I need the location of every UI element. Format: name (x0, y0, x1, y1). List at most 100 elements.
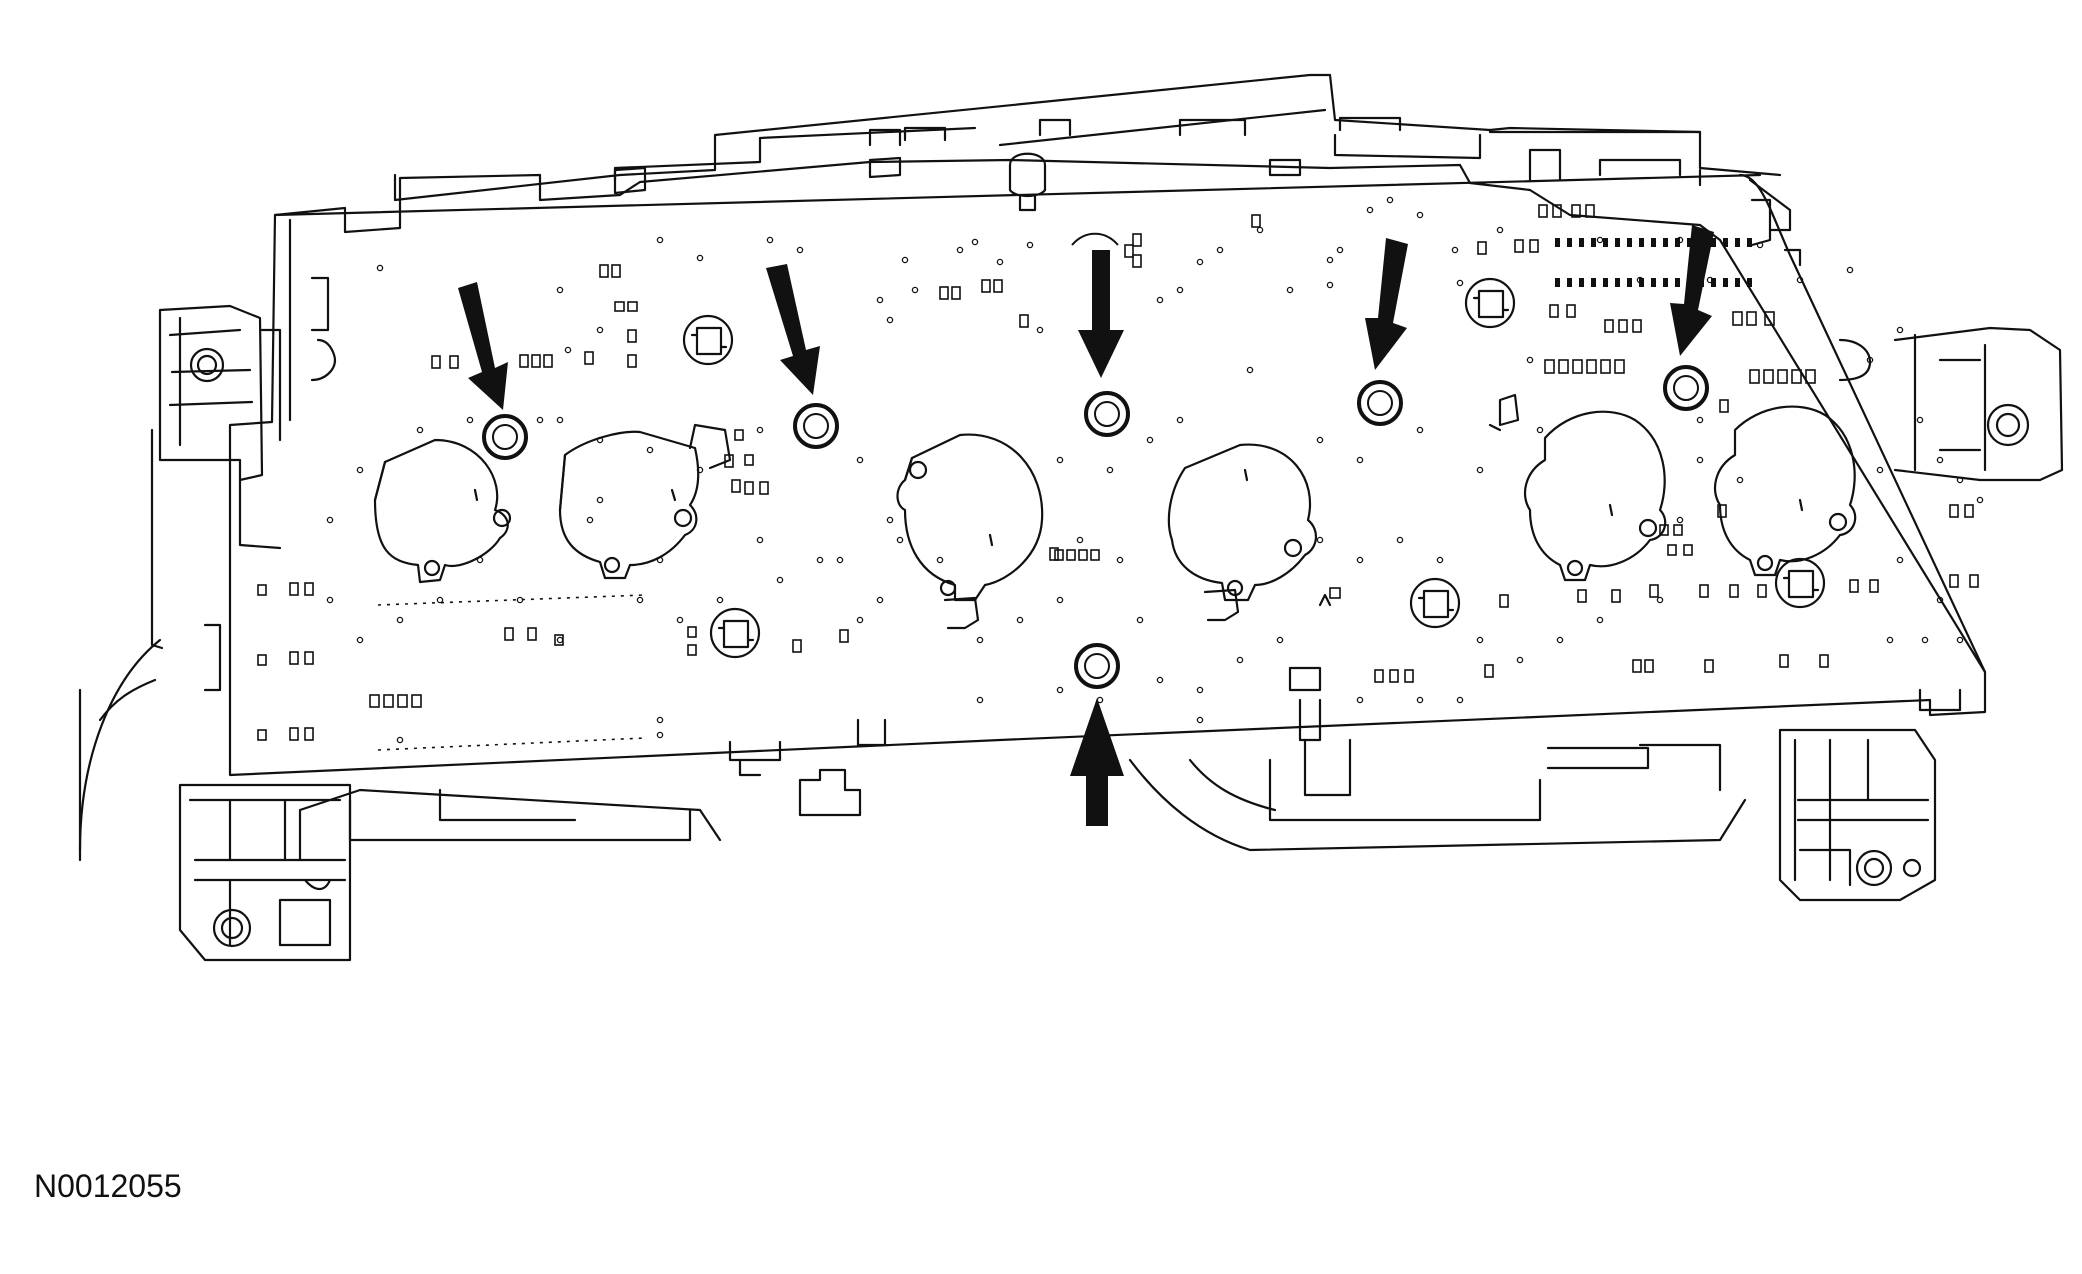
via-dot (476, 556, 484, 564)
via-dot (1366, 206, 1374, 214)
via-dot (776, 576, 784, 584)
via-dot (656, 716, 664, 724)
connector-pin (1567, 278, 1572, 287)
via-dot (1416, 696, 1424, 704)
via-dot (1886, 636, 1894, 644)
via-dot (436, 596, 444, 604)
via-dot (1936, 456, 1944, 464)
via-dot (1156, 676, 1164, 684)
via-dot (1236, 656, 1244, 664)
right-upper-bracket (1838, 326, 2064, 482)
via-dot (1736, 476, 1744, 484)
via-dot (1356, 556, 1364, 564)
via-dot (896, 536, 904, 544)
gauge-motor-2 (558, 423, 732, 580)
via-dot (1326, 256, 1334, 264)
via-dot (1356, 456, 1364, 464)
screw-boss-6 (1074, 643, 1120, 689)
via-dot (1456, 279, 1464, 287)
via-dot (1436, 556, 1444, 564)
via-dot (1476, 466, 1484, 474)
via-dot (1706, 276, 1714, 284)
connector-pin (1723, 238, 1728, 247)
connector-pin (1615, 238, 1620, 247)
connector-pin (1555, 238, 1560, 247)
via-dot (836, 556, 844, 564)
via-dot (1656, 596, 1664, 604)
screw-bosses (482, 365, 1709, 689)
via-dot (656, 731, 664, 739)
connector-pin (1591, 278, 1596, 287)
via-dot (876, 296, 884, 304)
via-dot (376, 264, 384, 272)
via-dot (696, 254, 704, 262)
via-dot (416, 426, 424, 434)
bulb-socket-5 (1774, 557, 1826, 609)
via-dot (1176, 416, 1184, 424)
via-dot (396, 736, 404, 744)
via-dot (1456, 696, 1464, 704)
via-dot (1476, 636, 1484, 644)
connector-pin (1747, 238, 1752, 247)
via-dot (1336, 246, 1344, 254)
via-dot (1516, 656, 1524, 664)
via-dot (1696, 456, 1704, 464)
via-dot (1136, 616, 1144, 624)
via-dot (886, 516, 894, 524)
via-dot (756, 426, 764, 434)
bulb-socket-3 (1464, 277, 1516, 329)
connector-pin (1603, 238, 1608, 247)
connector-pin (1627, 278, 1632, 287)
via-dot (396, 616, 404, 624)
via-dot (1846, 266, 1854, 274)
via-dot (1146, 436, 1154, 444)
via-dot (596, 436, 604, 444)
via-dot (676, 616, 684, 624)
via-dot (1176, 286, 1184, 294)
connector-pin (1555, 278, 1560, 287)
via-dot (1876, 466, 1884, 474)
connector-pin (1615, 278, 1620, 287)
via-dot (646, 446, 654, 454)
via-dot (1496, 226, 1504, 234)
connector-pin (1675, 278, 1680, 287)
via-dot (1956, 636, 1964, 644)
screw-boss-5 (1663, 365, 1709, 411)
bulb-socket-1 (682, 314, 734, 366)
via-dot (656, 236, 664, 244)
via-dot (1636, 276, 1644, 284)
via-dot (1896, 556, 1904, 564)
via-dots (326, 196, 1984, 744)
via-dot (1196, 686, 1204, 694)
via-dot (1596, 236, 1604, 244)
via-dot (1556, 636, 1564, 644)
screw-boss-3 (1084, 391, 1130, 437)
via-dot (1976, 496, 1984, 504)
right-lower-bracket (1778, 728, 1937, 902)
via-dot (1036, 326, 1044, 334)
via-dot (911, 286, 919, 294)
via-dot (556, 286, 564, 294)
via-dot (1256, 226, 1264, 234)
via-dot (1756, 241, 1764, 249)
via-dot (1451, 246, 1459, 254)
connector-pin (1651, 238, 1656, 247)
via-dot (556, 416, 564, 424)
via-dot (1386, 196, 1394, 204)
bulb-socket-2 (709, 607, 761, 659)
connector-pin (1579, 278, 1584, 287)
via-dot (901, 256, 909, 264)
via-dot (996, 258, 1004, 266)
via-dot (796, 246, 804, 254)
via-dot (536, 416, 544, 424)
via-dot (1196, 716, 1204, 724)
via-dot (1056, 456, 1064, 464)
gauge-motor-3 (896, 433, 1044, 602)
via-dot (1596, 616, 1604, 624)
connector-pin (1639, 238, 1644, 247)
via-dot (971, 238, 979, 246)
arrow-icon-2 (766, 264, 820, 395)
connector-pin (1675, 238, 1680, 247)
connector-pin (1651, 278, 1656, 287)
connector-pin (1711, 278, 1716, 287)
